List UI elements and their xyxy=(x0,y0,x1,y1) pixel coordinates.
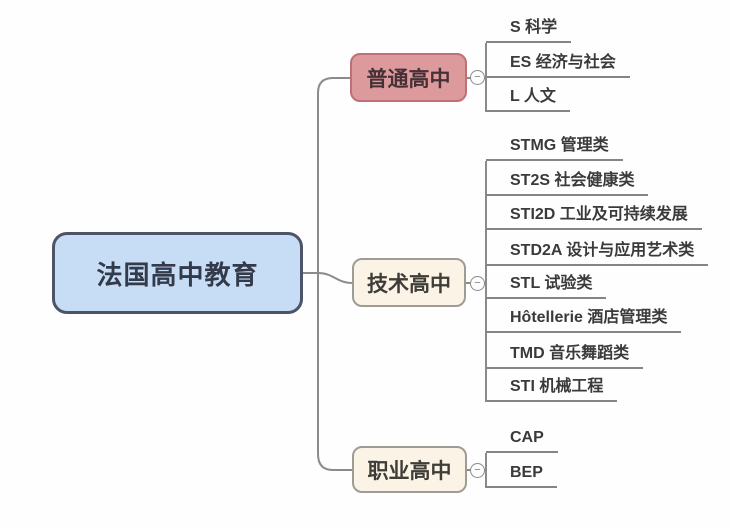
connector-root-to-general xyxy=(317,77,350,273)
leaf-topic-l-humanities[interactable]: L 人文 xyxy=(486,80,570,112)
branch-topic-vocational-label: 职业高中 xyxy=(367,459,452,483)
root-topic-label: 法国高中教育 xyxy=(96,259,259,290)
root-topic[interactable]: 法国高中教育 xyxy=(52,232,303,314)
leaf-topic-std2a[interactable]: STD2A 设计与应用艺术类 xyxy=(486,234,709,266)
collapse-toggle-technical[interactable]: − xyxy=(470,276,485,291)
minus-icon: − xyxy=(474,71,481,83)
leaf-topic-s-science[interactable]: S 科学 xyxy=(486,11,572,43)
leaf-topic-es-economics[interactable]: ES 经济与社会 xyxy=(486,46,630,78)
leaf-topic-hotellerie[interactable]: Hôtellerie 酒店管理类 xyxy=(486,301,682,333)
leaf-topic-stmg[interactable]: STMG 管理类 xyxy=(486,129,623,161)
connector-root-to-technical xyxy=(317,272,354,284)
leaf-topic-tmd[interactable]: TMD 音乐舞蹈类 xyxy=(486,337,644,369)
leaf-topic-stl[interactable]: STL 试验类 xyxy=(486,267,607,299)
minus-icon: − xyxy=(474,277,481,289)
branch-topic-technical-label: 技术高中 xyxy=(367,272,451,296)
branch-topic-general[interactable]: 普通高中 xyxy=(350,53,467,102)
leaf-topic-bep[interactable]: BEP xyxy=(486,456,557,488)
leaf-topic-sti2d[interactable]: STI2D 工业及可持续发展 xyxy=(486,198,702,230)
connector-root-to-vocational xyxy=(317,273,352,471)
leaf-topic-st2s[interactable]: ST2S 社会健康类 xyxy=(486,164,649,196)
minus-icon: − xyxy=(474,464,481,476)
branch-topic-technical[interactable]: 技术高中 xyxy=(352,258,466,307)
collapse-toggle-vocational[interactable]: − xyxy=(470,463,485,478)
leaf-topic-cap[interactable]: CAP xyxy=(486,421,558,453)
collapse-toggle-general[interactable]: − xyxy=(470,70,485,85)
branch-topic-general-label: 普通高中 xyxy=(366,67,451,91)
branch-topic-vocational[interactable]: 职业高中 xyxy=(352,446,467,493)
leaf-topic-sti[interactable]: STI 机械工程 xyxy=(486,370,618,402)
